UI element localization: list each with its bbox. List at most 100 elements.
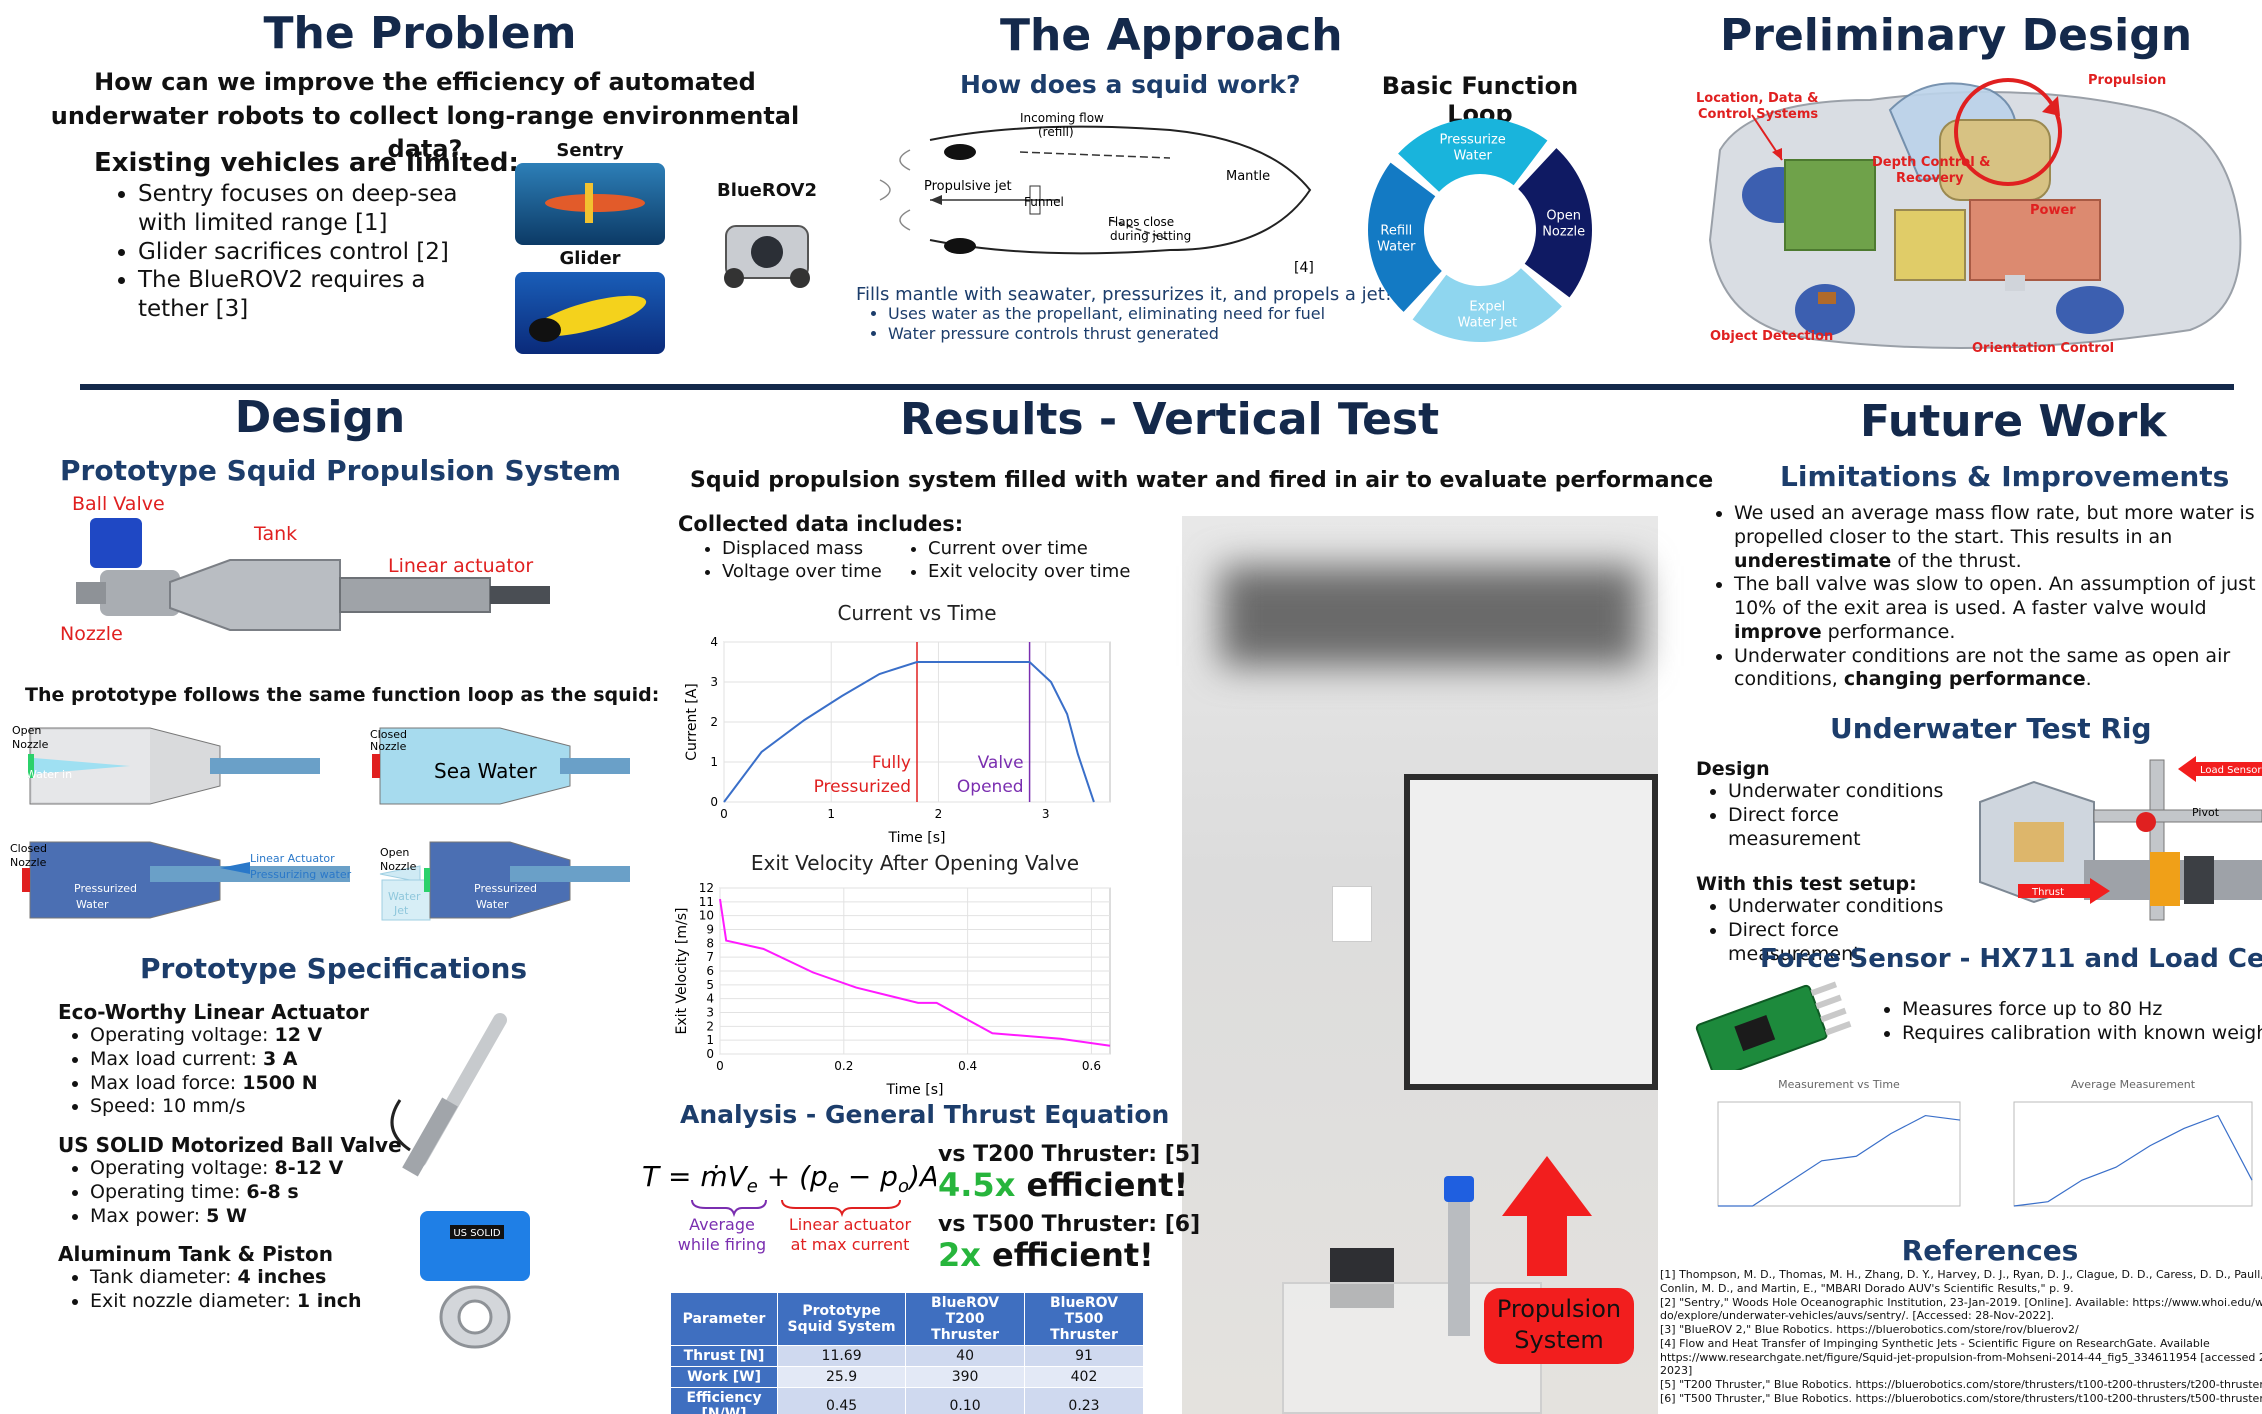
prelim-label-depth: Depth Control & [1872, 155, 1991, 170]
diag-pressurized-2: Pressurized [474, 882, 537, 895]
section-divider [80, 384, 2234, 390]
list-item: Exit nozzle diameter: 1 inch [90, 1290, 418, 1314]
references-title: References [1901, 1234, 2079, 1267]
list-item: Operating voltage: 12 V [90, 1024, 418, 1048]
spec-actuator-name: Eco-Worthy Linear Actuator [58, 1000, 369, 1024]
list-item: Displaced mass [722, 538, 882, 561]
design-subtitle: Prototype Squid Propulsion System [60, 454, 622, 487]
results-title: Results - Vertical Test [900, 394, 1440, 445]
loop-segment [1518, 148, 1592, 298]
chart-title: Exit Velocity After Opening Valve [751, 851, 1079, 875]
diag-water-1: Water [76, 898, 109, 911]
diag-water-jet1: Water [388, 890, 421, 903]
spec-tank-name: Aluminum Tank & Piston [58, 1242, 333, 1267]
y-tick-label: 2 [706, 1019, 714, 1033]
list-item: Max load current: 3 A [90, 1048, 418, 1072]
equation-text: T = ṁVe + (pe − po)Ae [642, 1160, 936, 1197]
squid-label-flaps: Flaps close [1108, 215, 1174, 229]
y-tick-label: 1 [706, 1033, 714, 1047]
list-item: Underwater conditions [1728, 780, 1976, 804]
approach-title: The Approach [1000, 10, 1343, 61]
reference-item: do/explore/underwater-vehicles/auvs/sent… [1660, 1309, 2055, 1323]
diag-nozzle-3: Nozzle [10, 856, 47, 869]
wall-paper [1332, 886, 1372, 942]
y-tick-label: 6 [706, 964, 714, 978]
design-label-tank: Tank [253, 523, 297, 545]
reference-item: [4] Flow and Heat Transfer of Impinging … [1660, 1336, 2210, 1350]
loop-label: Water [1453, 148, 1492, 163]
limitations-list: We used an average mass flow rate, but m… [1702, 502, 2262, 692]
list-item: Tank diameter: 4 inches [90, 1266, 418, 1290]
reference-item: [3] "BlueROV 2," Blue Robotics. https://… [1660, 1323, 2079, 1336]
squid-label-during: during jetting [1110, 229, 1191, 243]
y-tick-label: 4 [706, 992, 714, 1006]
rig-text: Design Underwater conditions Direct forc… [1696, 758, 1976, 967]
propulsion-cylinder [1448, 1186, 1470, 1336]
list-item: Underwater conditions [1728, 895, 1976, 919]
list-item: Underwater conditions are not the same a… [1734, 645, 2262, 693]
table-header: Prototype Squid System [777, 1292, 907, 1346]
y-tick-label: 3 [706, 1006, 714, 1020]
loop-label: Open [1546, 209, 1581, 224]
design-label-nozzle: Nozzle [60, 623, 123, 645]
x-tick-label: 1 [827, 807, 835, 821]
prototype-photo: Ball Valve Tank Linear actuator Nozzle [60, 493, 550, 645]
prelim-title: Preliminary Design [1720, 10, 2193, 61]
list-item: Uses water as the propellant, eliminatin… [888, 304, 1325, 324]
eq-lin-1: Linear actuator [789, 1215, 912, 1234]
list-item: Water pressure controls thrust generated [888, 324, 1325, 344]
diag-pressurized-1: Pressurized [74, 882, 137, 895]
existing-list: Sentry focuses on deep-sea with limited … [106, 180, 486, 324]
prelim-label-object: Object Detection [1710, 329, 1833, 344]
list-item: Speed: 10 mm/s [90, 1095, 418, 1119]
diag-closed-2: Closed [10, 842, 47, 855]
annotation-label: Valve [978, 753, 1024, 773]
x-tick-label: 0.2 [834, 1059, 853, 1073]
y-tick-label: 5 [706, 978, 714, 992]
spec-title: Prototype Specifications [140, 952, 528, 985]
chart-title: Average Measurement [2071, 1078, 2196, 1091]
reference-item: [2] "Sentry," Woods Hole Oceanographic I… [1660, 1295, 2262, 1309]
y-tick-label: 4 [710, 635, 718, 649]
whiteboard [1404, 774, 1658, 1090]
preliminary-design-render: Location, Data & Control Systems Propuls… [1696, 73, 2242, 356]
eff-t200: 4.5x efficient! [938, 1166, 1189, 1204]
x-tick-label: 2 [935, 807, 943, 821]
ball-valve-photo: US SOLID [420, 1211, 530, 1349]
loop-segment [1368, 162, 1442, 312]
y-tick-label: 11 [699, 895, 714, 909]
y-tick-label: 1 [710, 755, 718, 769]
spec-valve-name: US SOLID Motorized Ball Valve [58, 1133, 402, 1157]
series-line [1718, 1114, 1961, 1207]
y-tick-label: 3 [710, 675, 718, 689]
diag-sea-water: Sea Water [434, 759, 538, 783]
average-measurement-chart: Average Measurement [2013, 1078, 2253, 1207]
reference-item: [1] Thompson, M. D., Thomas, M. H., Zhan… [1660, 1268, 2262, 1281]
squid-label-jet: Propulsive jet [924, 179, 1012, 194]
list-item: Direct force measurement [1728, 919, 1976, 967]
prelim-label-depth2: Recovery [1896, 171, 1964, 186]
annotation-label: Fully [872, 753, 911, 773]
vertical-test-photo: Propulsion System [1182, 516, 1658, 1414]
design-loop-text: The prototype follows the same function … [25, 684, 660, 706]
series-line [723, 661, 1095, 803]
limitations-title: Limitations & Improvements [1780, 460, 2230, 493]
sentry-image [515, 163, 665, 245]
approach-summary: Fills mantle with seawater, pressurizes … [856, 284, 1393, 305]
squid-label-mantle: Mantle [1226, 169, 1270, 184]
sentry-label: Sentry [556, 140, 624, 161]
diag-nozzle-2: Nozzle [370, 740, 407, 753]
collected-title: Collected data includes: [678, 512, 964, 536]
analysis-title: Analysis - General Thrust Equation [680, 1100, 1170, 1129]
bluerov-label: BlueROV2 [716, 180, 818, 201]
y-tick-label: 7 [706, 950, 714, 964]
hx711-board-photo [1695, 981, 1852, 1070]
rig-title: Underwater Test Rig [1830, 712, 2152, 745]
series-line [719, 898, 1111, 1047]
x-tick-label: 0 [716, 1059, 724, 1073]
x-tick-label: 0.4 [958, 1059, 977, 1073]
diag-nozzle-1: Nozzle [12, 738, 49, 751]
